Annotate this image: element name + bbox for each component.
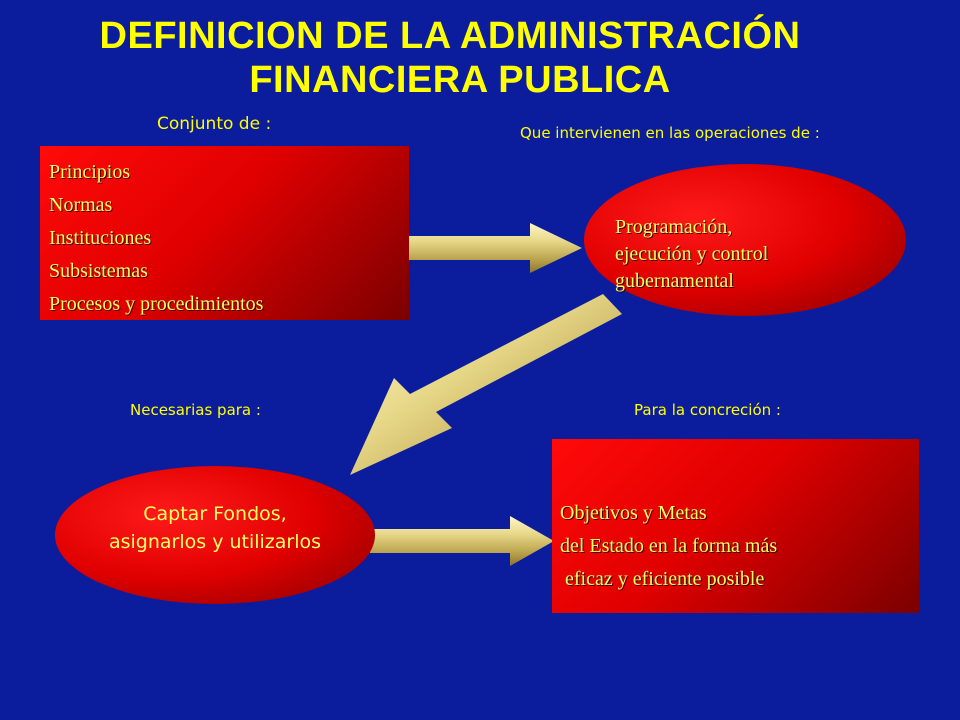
- node-objetivos-line: Objetivos y Metas: [560, 502, 707, 524]
- node-captar-line: asignarlos y utilizarlos: [108, 531, 322, 553]
- caption-intervienen: Que intervienen en las operaciones de :: [520, 124, 820, 142]
- title-line-1: DEFINICION DE LA ADMINISTRACIÓN: [99, 15, 801, 57]
- node-principios-line: Principios: [49, 161, 131, 183]
- node-programacion-line: Programación,: [615, 216, 733, 238]
- node-principios: Principios Normas Instituciones Subsiste…: [40, 146, 409, 320]
- node-programacion-line: gubernamental: [615, 270, 734, 292]
- caption-necesarias: Necesarias para :: [130, 401, 261, 419]
- node-objetivos: Objetivos y Metas del Estado en la forma…: [552, 439, 919, 613]
- caption-conjunto: Conjunto de :: [157, 114, 272, 134]
- node-objetivos-line: eficaz y eficiente posible: [560, 568, 765, 590]
- arrow-principios-to-programacion: [408, 223, 582, 273]
- node-captar-line: Captar Fondos,: [143, 503, 287, 525]
- arrow-programacion-to-captar: [350, 294, 622, 475]
- node-captar: Captar Fondos, asignarlos y utilizarlos: [55, 466, 375, 604]
- node-programacion: Programación, ejecución y control gubern…: [584, 164, 906, 316]
- node-principios-line: Normas: [49, 194, 113, 216]
- node-principios-line: Procesos y procedimientos: [49, 293, 264, 315]
- arrow-captar-to-objetivos: [370, 516, 554, 566]
- caption-concrecion: Para la concreción :: [634, 401, 781, 419]
- page-title: DEFINICION DE LA ADMINISTRACIÓN FINANCIE…: [0, 14, 900, 102]
- title-line-2: FINANCIERA PUBLICA: [249, 59, 671, 101]
- node-principios-line: Instituciones: [49, 227, 152, 249]
- node-objetivos-line: del Estado en la forma más: [560, 535, 778, 557]
- node-principios-line: Subsistemas: [49, 260, 148, 282]
- node-programacion-line: ejecución y control: [615, 243, 769, 265]
